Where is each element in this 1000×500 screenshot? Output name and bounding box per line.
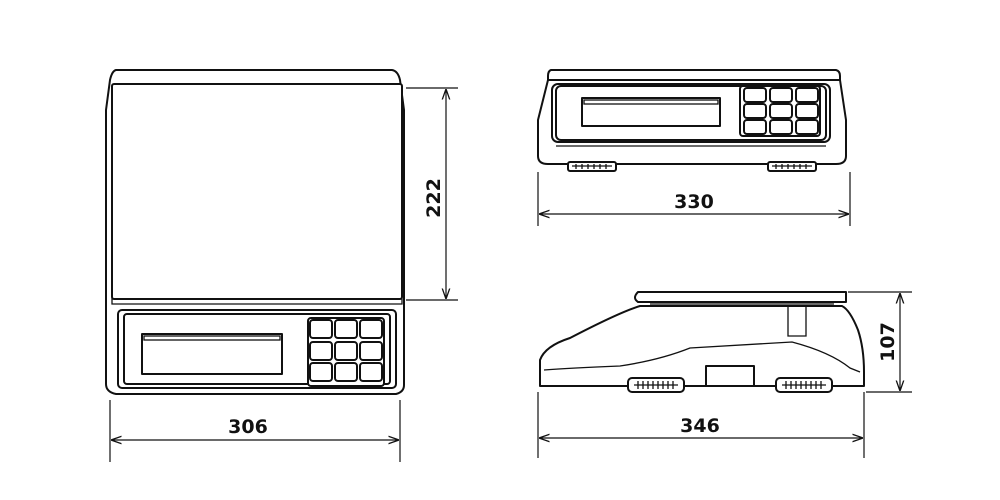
dimension-label-346: 346 <box>680 415 720 437</box>
weighing-platter <box>111 83 403 300</box>
display-window <box>141 333 283 375</box>
front-view: 330 <box>537 69 851 226</box>
side-platter <box>634 291 847 303</box>
dimension-label-330: 330 <box>674 191 714 213</box>
top-view: 306 222 <box>105 69 458 462</box>
keypad <box>307 317 385 387</box>
dimension-label-107: 107 <box>877 322 899 362</box>
dimension-label-222: 222 <box>423 178 445 218</box>
front-platter-edge <box>547 69 841 81</box>
side-body <box>539 305 865 387</box>
side-view: 346 107 <box>537 291 912 458</box>
dimension-label-306: 306 <box>228 416 268 438</box>
side-port <box>705 365 755 387</box>
front-keypad <box>739 85 821 137</box>
